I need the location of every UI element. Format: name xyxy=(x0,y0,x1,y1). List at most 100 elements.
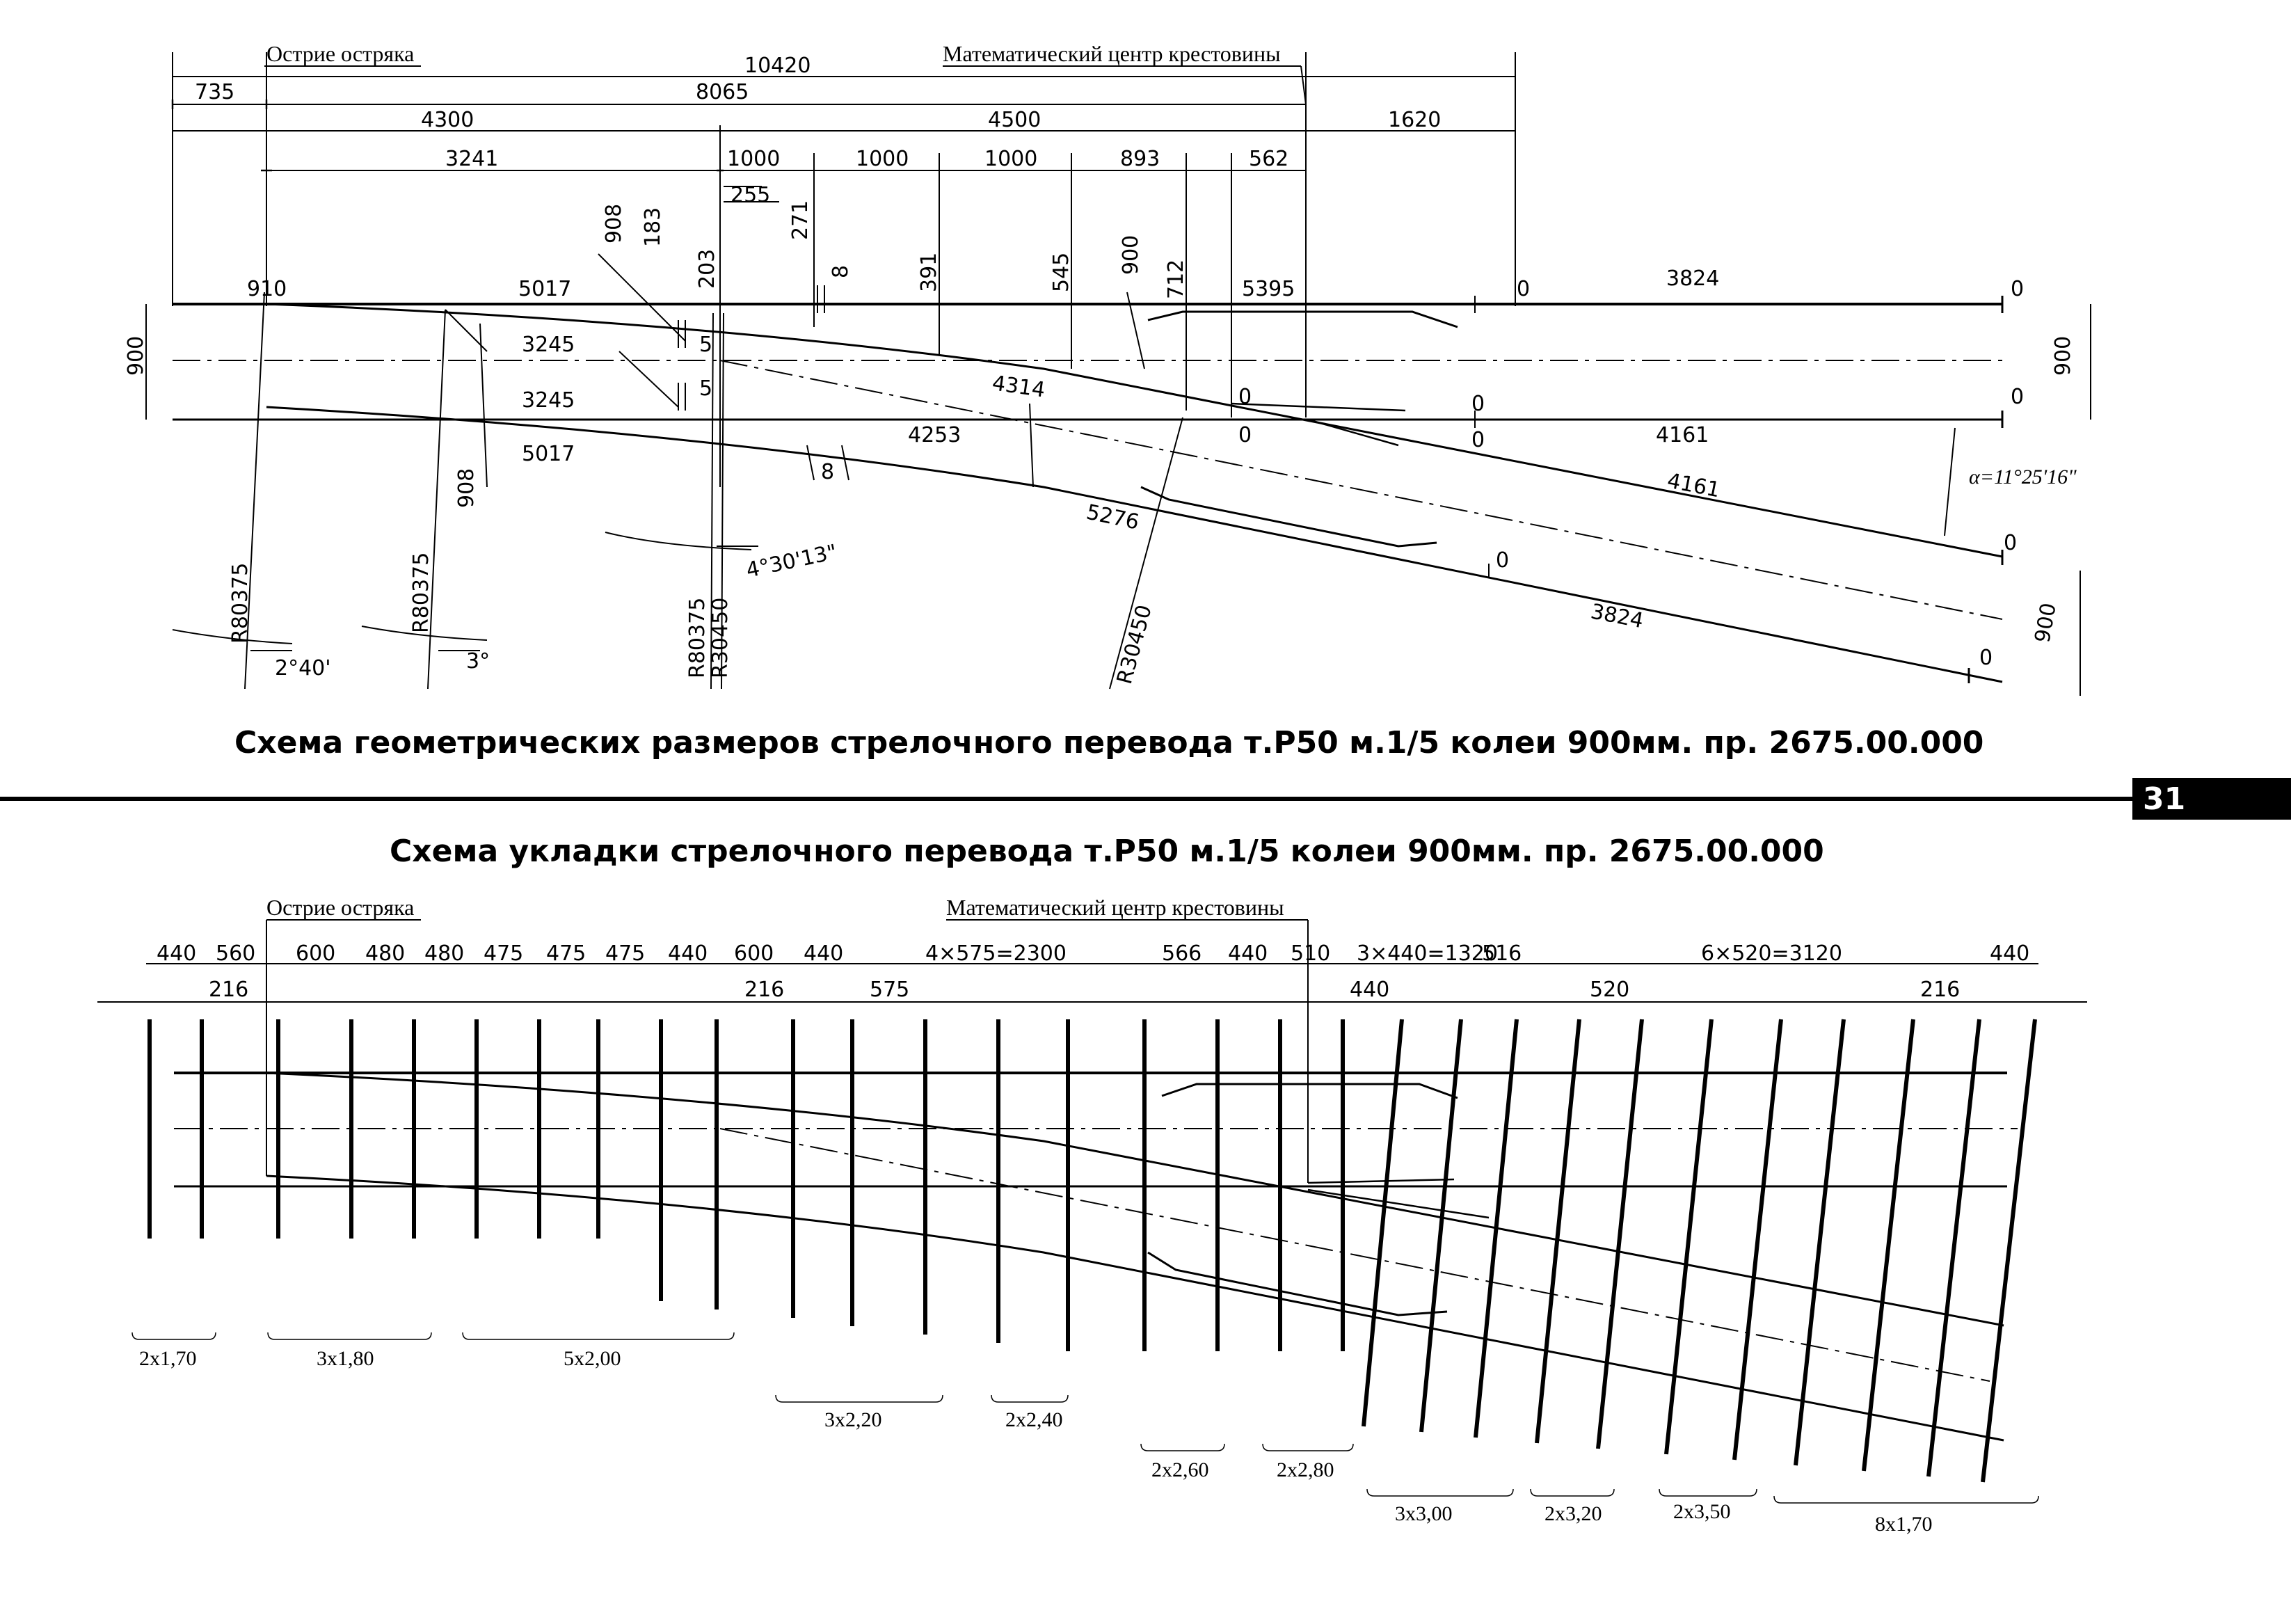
radius-2: R80375 xyxy=(409,552,433,633)
dim-1000a: 1000 xyxy=(727,147,780,171)
sub-216-b: 216 xyxy=(744,978,784,1002)
group-8: 3х3,00 xyxy=(1395,1502,1453,1525)
dim-5017-bottom: 5017 xyxy=(522,442,575,466)
spacing-1: 440 xyxy=(157,941,196,966)
sleeper-slanted xyxy=(1794,1019,1846,1466)
spacing-19: 440 xyxy=(1990,941,2029,966)
dim-893: 893 xyxy=(1120,147,1160,171)
dim-8-a: 8 xyxy=(829,265,853,278)
group-brackets xyxy=(131,1332,2039,1504)
sleeper-slanted xyxy=(1362,1019,1404,1427)
sleeper-spacing-labels: 440 560 600 480 480 475 475 475 440 600 … xyxy=(157,941,2029,1002)
dim-908-a: 908 xyxy=(602,204,626,244)
radius-5: R30450 xyxy=(1112,603,1157,687)
sleeper-slanted xyxy=(1732,1019,1783,1460)
zero-9: 0 xyxy=(1496,548,1509,573)
spacing-15: 510 xyxy=(1291,941,1330,966)
sleeper-slanted xyxy=(1981,1019,2037,1483)
spacing-9: 440 xyxy=(668,941,708,966)
radius-3: R80375 xyxy=(685,598,710,678)
spacing-11: 440 xyxy=(804,941,843,966)
zero-1: 0 xyxy=(1517,277,1530,301)
group-4: 3х2,20 xyxy=(824,1408,882,1431)
group-3: 5х2,00 xyxy=(564,1347,621,1370)
group-6: 2х2,60 xyxy=(1151,1458,1209,1481)
spacing-10: 600 xyxy=(734,941,774,966)
zero-8: 0 xyxy=(2004,531,2017,555)
angle-2-40: 2°40' xyxy=(275,656,331,680)
zero-6: 0 xyxy=(1238,423,1252,447)
dim-712: 712 xyxy=(1164,260,1188,299)
page-number: 31 xyxy=(2143,781,2185,817)
dim-183: 183 xyxy=(641,207,665,247)
sub-216-c: 216 xyxy=(1920,978,1960,1002)
group-1: 2х1,70 xyxy=(139,1347,197,1370)
dim-735: 735 xyxy=(195,80,234,104)
spacing-14: 440 xyxy=(1228,941,1268,966)
sleeper-slanted xyxy=(1535,1019,1581,1444)
sub-440: 440 xyxy=(1350,978,1389,1002)
dim-3824-bottom: 3824 xyxy=(1588,599,1645,633)
dim-3824-top: 3824 xyxy=(1666,266,1719,291)
dim-255: 255 xyxy=(731,183,770,207)
dim-545: 545 xyxy=(1049,253,1073,292)
radius-lines xyxy=(145,253,2091,690)
geometry-labels: Острие остряка Математический центр крес… xyxy=(124,41,2077,687)
sleeper-slanted xyxy=(1862,1019,1915,1472)
zero-5: 0 xyxy=(2011,385,2024,409)
dim-8-b: 8 xyxy=(821,460,834,484)
group-5: 2х2,40 xyxy=(1005,1408,1063,1431)
dim-562: 562 xyxy=(1249,147,1288,171)
sleeper-slanted xyxy=(1474,1019,1519,1438)
dim-4253: 4253 xyxy=(908,423,961,447)
layout-diagram: Острие остряка Математический центр крес… xyxy=(97,895,2087,1504)
group-9: 2х3,20 xyxy=(1544,1502,1602,1525)
dim-391: 391 xyxy=(917,253,941,292)
radius-4: R30450 xyxy=(708,598,733,678)
spacing-13: 566 xyxy=(1162,941,1202,966)
dim-3245-b: 3245 xyxy=(522,388,575,413)
sub-520: 520 xyxy=(1590,978,1629,1002)
sleeper-slanted xyxy=(1664,1019,1714,1455)
spacing-16: 3×440=1320 xyxy=(1357,941,1498,966)
dim-4500: 4500 xyxy=(988,108,1041,132)
sub-575: 575 xyxy=(870,978,909,1002)
dim-271: 271 xyxy=(788,200,813,240)
zero-7: 0 xyxy=(1471,428,1485,452)
dim-1620: 1620 xyxy=(1388,108,1441,132)
dim-3245-a: 3245 xyxy=(522,333,575,357)
spacing-8: 475 xyxy=(605,941,645,966)
bottom-label-switch-point: Острие остряка xyxy=(266,895,414,920)
group-11: 8х1,70 xyxy=(1875,1513,1933,1536)
spacing-3: 600 xyxy=(296,941,335,966)
dim-5017-top: 5017 xyxy=(518,277,571,301)
group-2: 3х1,80 xyxy=(317,1347,374,1370)
alpha-angle: α=11°25'16" xyxy=(1969,465,2077,488)
sleeper-group-labels: 2х1,70 3х1,80 5х2,00 3х2,20 2х2,40 2х2,6… xyxy=(139,1347,1933,1536)
dim-3241: 3241 xyxy=(445,147,498,171)
spacing-6: 475 xyxy=(484,941,523,966)
spacing-2: 560 xyxy=(216,941,255,966)
spacing-4: 480 xyxy=(365,941,405,966)
dim-5395: 5395 xyxy=(1242,277,1295,301)
zero-2: 0 xyxy=(2011,277,2024,301)
bottom-label-frog-center: Математический центр крестовины xyxy=(946,895,1284,920)
zero-4: 0 xyxy=(1471,392,1485,416)
spacing-12: 4×575=2300 xyxy=(925,941,1067,966)
sleeper-slanted xyxy=(1596,1019,1644,1449)
sleepers xyxy=(147,1019,2037,1483)
dim-5-b: 5 xyxy=(699,376,712,401)
spacing-17: 516 xyxy=(1482,941,1522,966)
layout-title: Схема укладки стрелочного перевода т.Р50… xyxy=(390,834,1824,869)
spacing-7: 475 xyxy=(546,941,586,966)
spacing-18: 6×520=3120 xyxy=(1701,941,1842,966)
dim-5-a: 5 xyxy=(699,333,712,357)
dim-4161-a: 4161 xyxy=(1656,423,1709,447)
dim-203: 203 xyxy=(695,249,719,289)
dim-900-diag: 900 xyxy=(2030,601,2061,644)
dim-8065: 8065 xyxy=(696,80,749,104)
sub-216-a: 216 xyxy=(209,978,248,1002)
dim-total: 10420 xyxy=(744,54,811,78)
dim-4314: 4314 xyxy=(991,371,1046,402)
